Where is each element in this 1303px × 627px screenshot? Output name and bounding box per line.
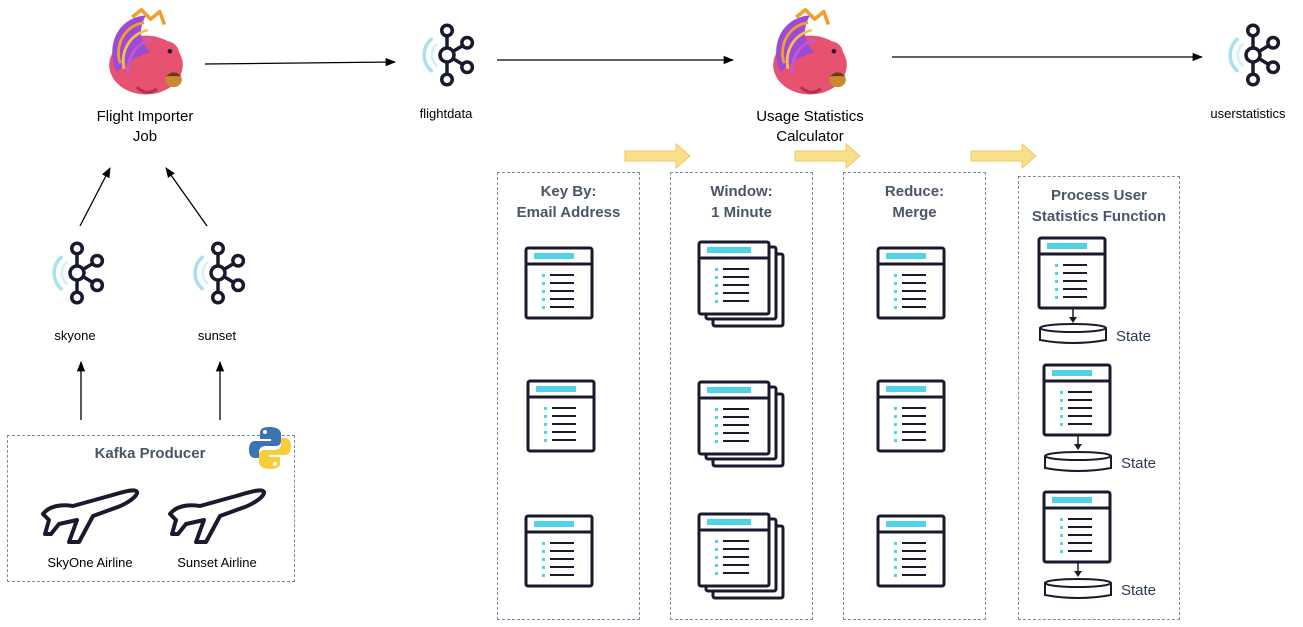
sunset-airline-label: Sunset Airline [177, 555, 257, 570]
stage-window-title: Window: 1 Minute [710, 183, 773, 221]
arrow-importer-to-flightdata [204, 57, 397, 67]
arrow-sunset-to-importer [165, 167, 208, 227]
usage-statistics-label: Usage Statistics Calculator [756, 108, 864, 145]
stage-key-by-title: Key By: Email Address [516, 183, 621, 221]
state-cylinder-icon [1043, 577, 1113, 601]
state-cylinder-icon [1038, 322, 1108, 346]
airplane-icon [38, 476, 140, 546]
stacked-window-icon [697, 240, 787, 330]
userstatistics-label: userstatistics [1210, 106, 1286, 121]
operator-window-icon [524, 514, 594, 588]
state-cylinder-icon [1043, 450, 1113, 474]
operator-window-icon [876, 379, 946, 453]
kafka-icon [42, 238, 112, 308]
stage-reduce-title: Reduce: Merge [884, 183, 945, 221]
operator-window-icon [876, 246, 946, 320]
flow-arrow-1 [624, 142, 691, 170]
stacked-window-icon [697, 512, 787, 602]
flink-squirrel-icon [100, 8, 192, 100]
down-arrow-icon [1069, 308, 1077, 323]
skyone-label: skyone [54, 328, 96, 343]
sunset-label: sunset [197, 328, 237, 343]
flink-squirrel-icon [764, 8, 856, 100]
kafka-producer-box [7, 435, 295, 582]
airplane-icon [165, 476, 267, 546]
operator-window-icon [1037, 236, 1107, 310]
stage-window-box [670, 172, 813, 620]
flightdata-label: flightdata [419, 106, 473, 121]
python-icon [249, 427, 291, 469]
skyone-airline-label: SkyOne Airline [47, 555, 133, 570]
operator-window-icon [524, 246, 594, 320]
stage-process-title: Process User Statistics Function [1031, 187, 1167, 225]
flow-arrow-3 [970, 142, 1037, 170]
stage-reduce-box [843, 172, 986, 620]
kafka-icon [412, 20, 482, 90]
down-arrow-icon [1074, 435, 1082, 450]
stage-key-by-box [497, 172, 640, 620]
flow-arrow-2 [794, 142, 861, 170]
state-label: State [1121, 582, 1157, 599]
state-label: State [1116, 328, 1152, 345]
stage-process-box [1018, 176, 1180, 620]
operator-window-icon [526, 379, 596, 453]
operator-window-icon [1042, 490, 1112, 564]
stacked-window-icon [697, 380, 787, 470]
kafka-icon [183, 238, 253, 308]
kafka-icon [1218, 20, 1288, 90]
down-arrow-icon [1074, 562, 1082, 577]
operator-window-icon [876, 514, 946, 588]
kafka-producer-title: Kafka Producer [94, 445, 206, 462]
state-label: State [1121, 455, 1157, 472]
flight-importer-label: Flight Importer Job [96, 108, 194, 145]
operator-window-icon [1042, 363, 1112, 437]
arrow-skyone-to-importer [79, 167, 111, 227]
